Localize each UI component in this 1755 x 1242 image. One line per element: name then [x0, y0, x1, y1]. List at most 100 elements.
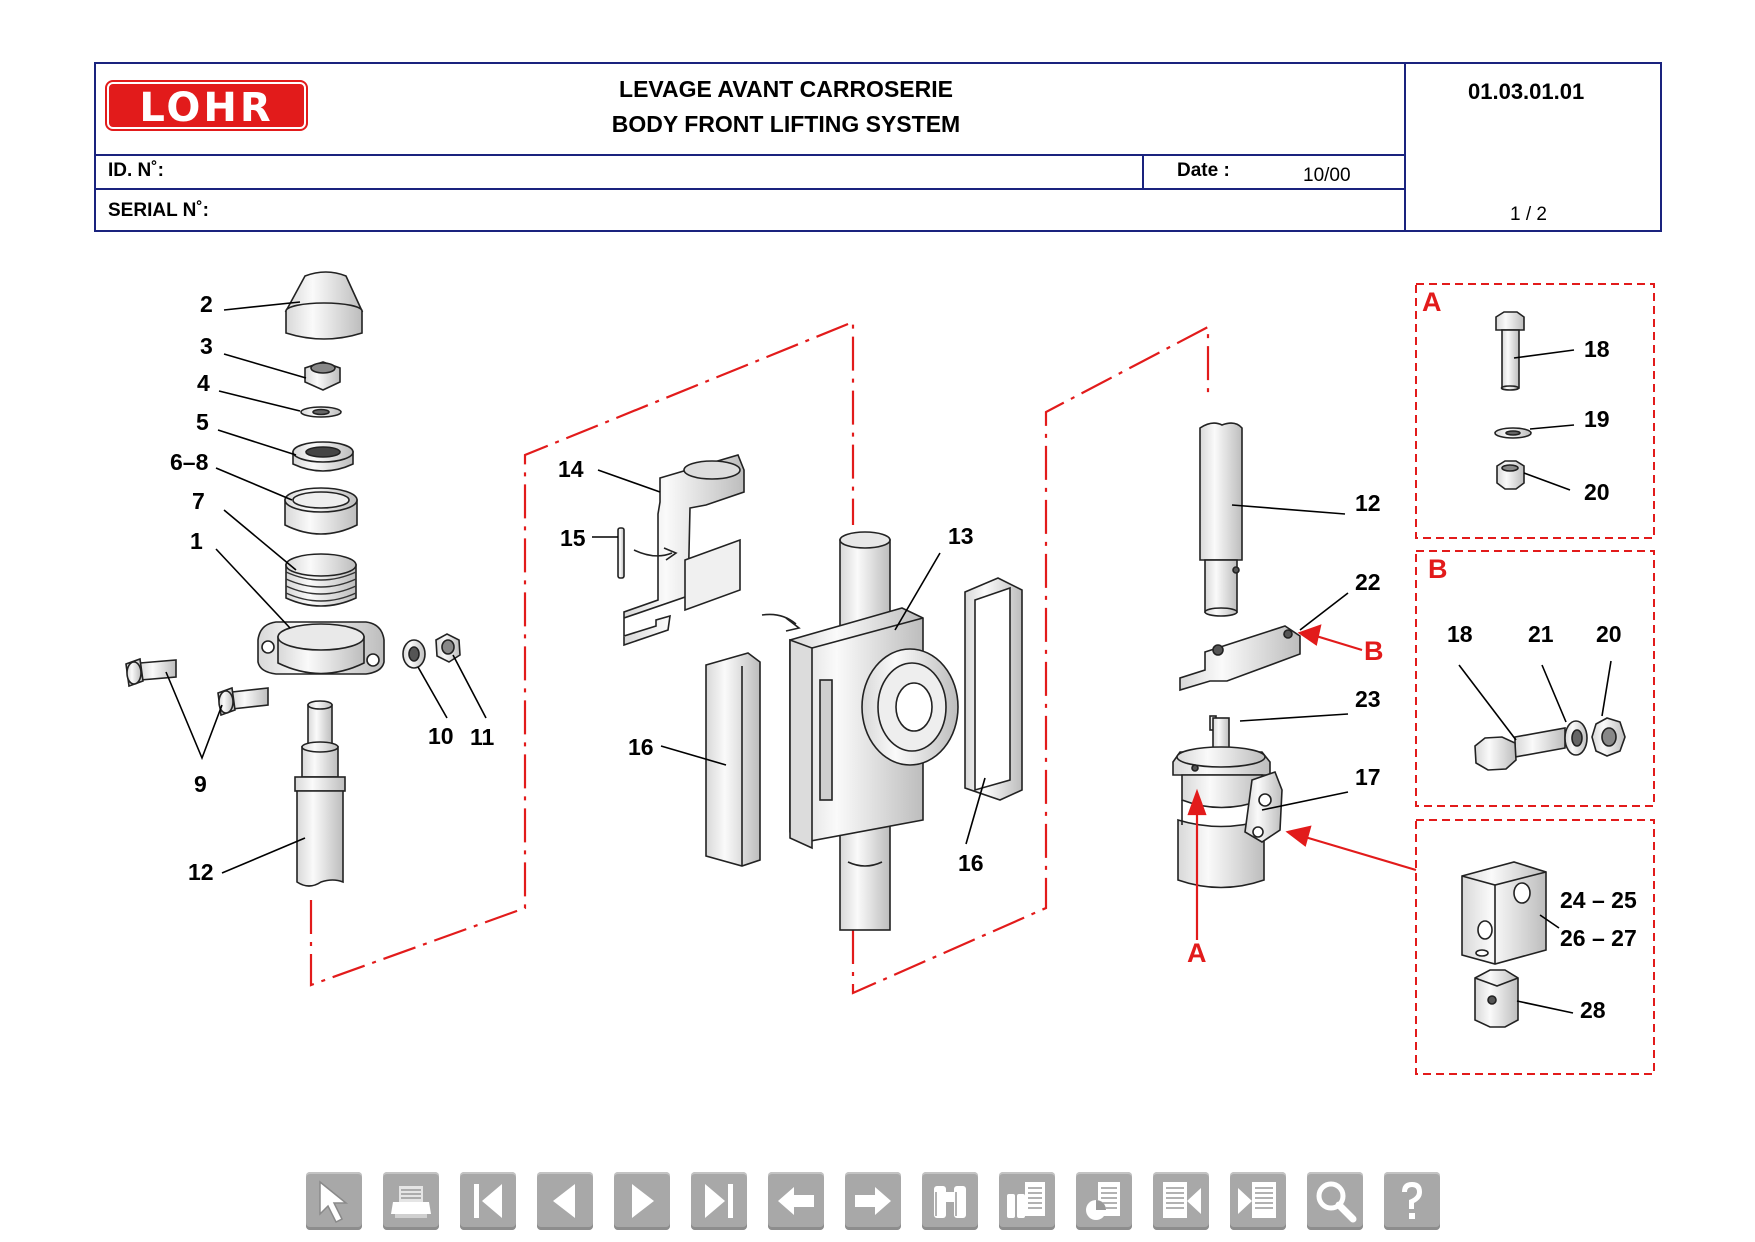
callout-6-8: 6–8 [170, 449, 209, 475]
exploded-parts-drawing: 2 3 4 5 6–8 7 1 9 10 11 12 14 15 16 13 1… [125, 271, 1655, 1075]
id-label: ID. N˚: [108, 160, 164, 181]
next-page-button[interactable] [614, 1172, 670, 1230]
callout-1: 1 [190, 528, 203, 554]
pointer-icon [319, 1180, 349, 1224]
callout-11: 11 [470, 724, 495, 750]
lohr-logo: LOHR [105, 80, 308, 131]
help-button[interactable] [1384, 1172, 1440, 1230]
parts-list-icon [1086, 1182, 1120, 1220]
title-french: LEVAGE AVANT CARROSERIE [619, 76, 953, 102]
title-block: LOHR LEVAGE AVANT CARROSERIE BODY FRONT … [94, 62, 1662, 232]
forward-button[interactable] [845, 1172, 901, 1230]
part-3-nut [304, 361, 341, 391]
find-in-list-icon [1007, 1182, 1045, 1218]
part-19-washer [1494, 427, 1532, 439]
callout-3: 3 [200, 333, 213, 359]
part-18-bolt [1495, 311, 1525, 391]
part-28-solenoid [1474, 969, 1519, 1028]
callout-12: 12 [188, 859, 214, 885]
parts-list-button[interactable] [1076, 1172, 1132, 1230]
serial-label: SERIAL N˚: [108, 200, 209, 221]
date-label: Date : [1177, 160, 1230, 181]
divider [1142, 154, 1144, 188]
callout-4: 4 [197, 370, 210, 396]
find-button[interactable] [922, 1172, 978, 1230]
first-page-button[interactable] [460, 1172, 516, 1230]
callout-15: 15 [560, 525, 586, 551]
arrow-a-label: A [1187, 938, 1207, 968]
callout-28: 28 [1580, 997, 1606, 1023]
part-17-hydraulic-motor [1172, 717, 1283, 889]
divider [96, 188, 1404, 190]
arrow-b-label: B [1364, 636, 1384, 666]
document-number: 01.03.01.01 [1468, 79, 1585, 104]
brand-text: LOHR [139, 85, 274, 131]
divider [1404, 64, 1406, 232]
help-icon [1402, 1182, 1422, 1219]
pointer-button[interactable] [306, 1172, 362, 1230]
callout-19: 19 [1584, 406, 1610, 432]
detail-b-label: B [1428, 554, 1448, 584]
part-6-8-ring [284, 487, 358, 535]
part-2-cone-cap [284, 271, 364, 340]
part-12-shaft [294, 700, 346, 887]
callout-2: 2 [200, 291, 213, 317]
divider [96, 154, 1404, 156]
callout-numbers: 2 3 4 5 6–8 7 1 9 10 11 12 14 15 16 13 1… [170, 291, 1637, 1023]
callout-16: 16 [958, 850, 984, 876]
part-20-nut [1496, 460, 1525, 490]
find-icon [934, 1186, 966, 1218]
callout-24-25: 24 – 25 [1560, 887, 1637, 913]
part-13-guide-block [789, 531, 959, 931]
part-9-bolt [125, 657, 177, 688]
previous-page-button[interactable] [537, 1172, 593, 1230]
export-list-icon [1163, 1182, 1201, 1218]
export-list-button[interactable] [1153, 1172, 1209, 1230]
part-9-bolt [217, 686, 269, 717]
last-page-icon [705, 1184, 733, 1218]
part-1-clamp [257, 621, 385, 675]
part-16-slide-pad [705, 652, 761, 867]
callout-26-27: 26 – 27 [1560, 925, 1637, 951]
zoom-button[interactable] [1307, 1172, 1363, 1230]
reference-arrows [1187, 624, 1417, 940]
part-5-bearing [292, 441, 354, 472]
previous-page-icon [553, 1184, 575, 1218]
part-10-washer [402, 639, 426, 669]
callout-20: 20 [1596, 621, 1622, 647]
forward-icon [855, 1187, 891, 1215]
callout-18: 18 [1447, 621, 1473, 647]
part-15-pin [617, 527, 625, 579]
title-english: BODY FRONT LIFTING SYSTEM [611, 111, 961, 137]
import-list-icon [1238, 1182, 1276, 1218]
callout-12: 12 [1355, 490, 1381, 516]
part-22-bracket [1179, 625, 1301, 692]
callout-10: 10 [428, 723, 454, 749]
find-in-list-button[interactable] [999, 1172, 1055, 1230]
alignment-lines [309, 320, 1210, 995]
next-page-icon [632, 1184, 654, 1218]
part-7-threaded-bushing [285, 553, 357, 607]
date-value: 10/00 [1303, 165, 1351, 186]
zoom-icon [1316, 1181, 1357, 1223]
callout-17: 17 [1355, 764, 1381, 790]
callout-22: 22 [1355, 569, 1381, 595]
callout-9: 9 [194, 771, 207, 797]
part-12-shaft [1199, 422, 1243, 617]
callout-13: 13 [948, 523, 974, 549]
detail-a-label: A [1422, 287, 1442, 317]
last-page-button[interactable] [691, 1172, 747, 1230]
back-button[interactable] [768, 1172, 824, 1230]
callout-5: 5 [196, 409, 209, 435]
assembly-arrow [633, 547, 801, 632]
print-button[interactable] [383, 1172, 439, 1230]
callout-18: 18 [1584, 336, 1610, 362]
print-icon [391, 1186, 431, 1218]
part-24-27-valve-block [1461, 861, 1547, 965]
part-20-nut [1591, 717, 1626, 757]
callout-23: 23 [1355, 686, 1381, 712]
first-page-icon [474, 1184, 502, 1218]
detail-frames [1415, 283, 1655, 1075]
part-21-washer [1564, 720, 1588, 756]
import-list-button[interactable] [1230, 1172, 1286, 1230]
